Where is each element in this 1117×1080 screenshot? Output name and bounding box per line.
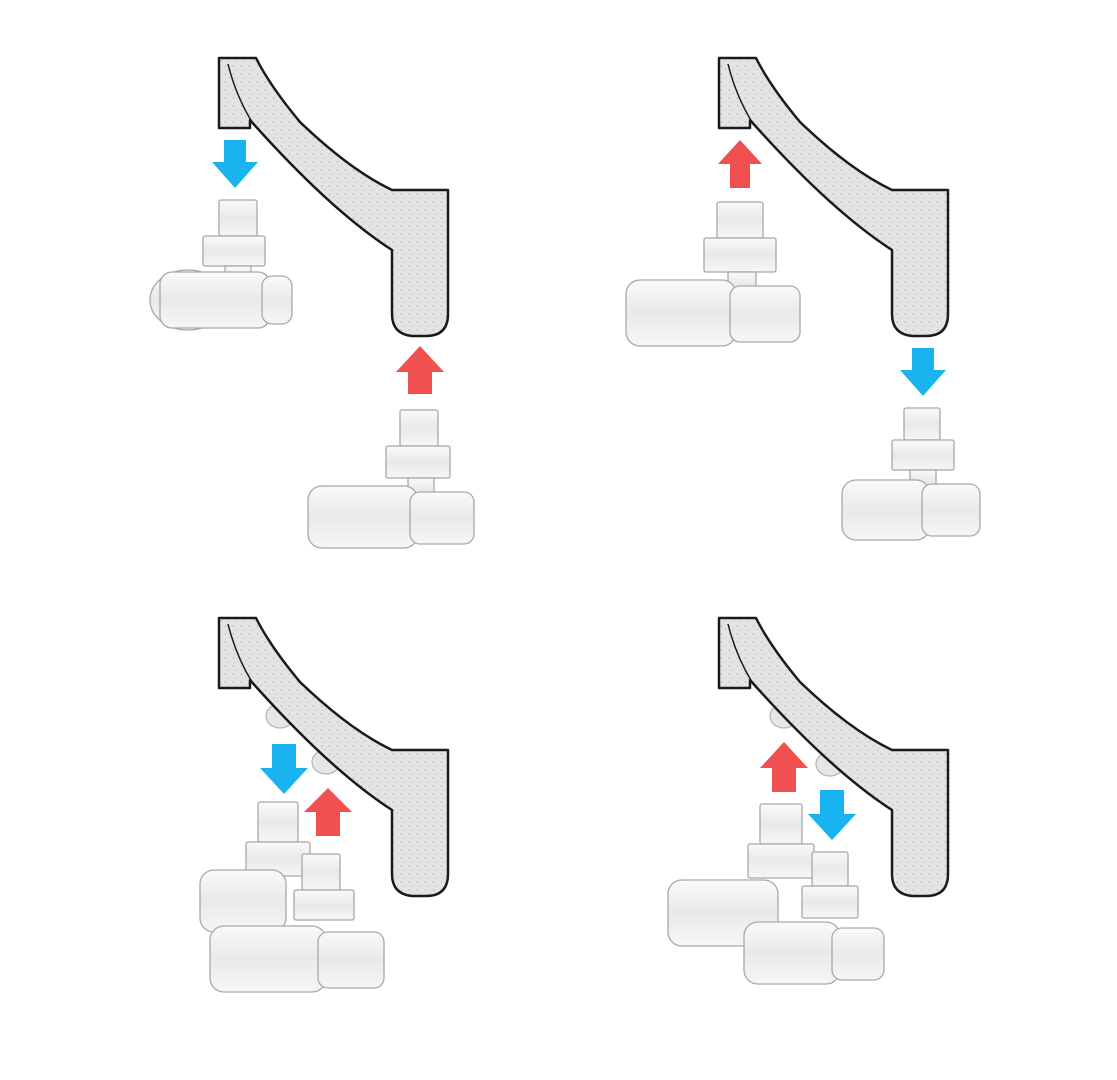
panel-top-left xyxy=(149,56,475,549)
valve-front xyxy=(209,853,385,993)
valve-top xyxy=(149,199,293,331)
flow-out-arrow-up xyxy=(304,788,352,836)
valve-bottom xyxy=(307,409,475,549)
radiator xyxy=(217,616,450,898)
valve-rear xyxy=(199,801,311,933)
flow-out-arrow-up xyxy=(718,140,762,188)
valve-bottom xyxy=(841,407,981,541)
panel-bottom-left xyxy=(199,616,450,993)
panel-bottom-right xyxy=(667,616,950,985)
flow-out-arrow-up xyxy=(396,346,444,394)
panel-top-right xyxy=(625,56,981,541)
radiator xyxy=(717,56,950,338)
flow-in-arrow-down xyxy=(900,348,946,396)
radiator xyxy=(717,616,950,898)
flow-out-arrow-up xyxy=(760,742,808,792)
flow-in-arrow-down xyxy=(808,790,856,840)
valve-front xyxy=(743,851,885,985)
valve-top xyxy=(625,201,801,347)
flow-in-arrow-down xyxy=(212,140,258,188)
flow-in-arrow-down xyxy=(260,744,308,794)
radiator xyxy=(217,56,450,338)
